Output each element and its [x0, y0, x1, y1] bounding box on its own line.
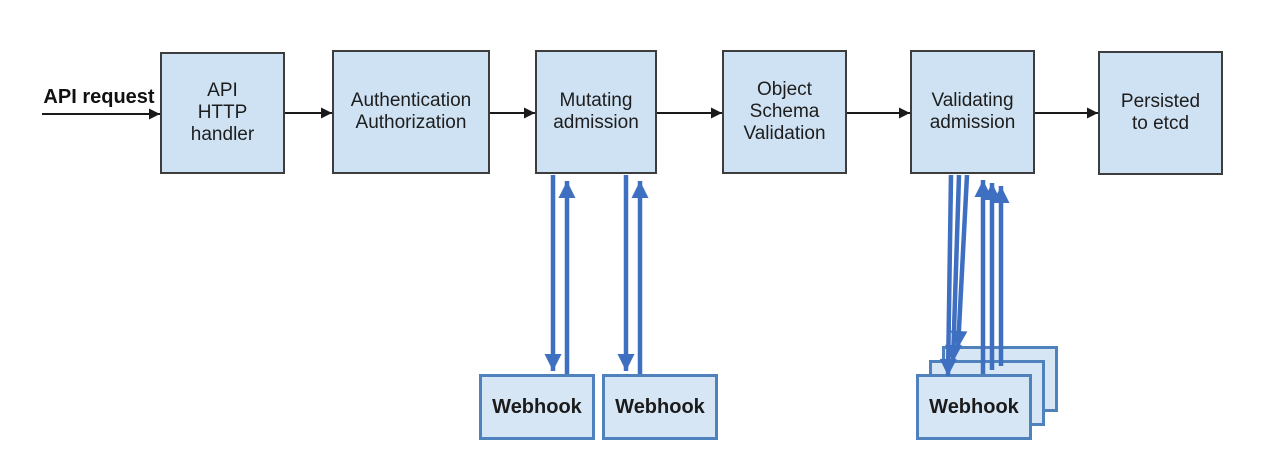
validating-webhook-call-arrow-3 [950, 174, 970, 349]
stage-persisted-to-etcd: Persisted to etcd [1098, 51, 1223, 175]
mutating-webhook-box-1: Webhook [479, 374, 595, 440]
validating-webhook-call-arrow-2 [945, 174, 963, 363]
stage-api-http-handler: API HTTP handler [160, 52, 285, 174]
stage-mutating-admission: Mutating admission [535, 50, 657, 174]
stage-validating-admission: Validating admission [910, 50, 1035, 174]
validating-webhook-box-front: Webhook [916, 374, 1032, 440]
stage-authentication-authorization: Authentication Authorization [332, 50, 490, 174]
mutating-webhook-box-2: Webhook [602, 374, 718, 440]
stage-object-schema-validation: Object Schema Validation [722, 50, 847, 174]
api-request-label: API request [43, 86, 155, 108]
